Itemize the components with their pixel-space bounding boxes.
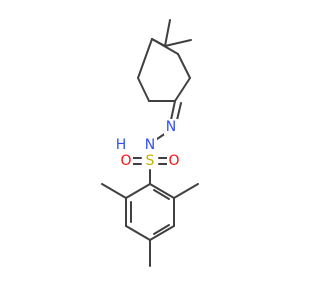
sulfur-label: S bbox=[143, 153, 157, 169]
svg-text:O: O bbox=[120, 153, 131, 169]
oxygen-left-label: O bbox=[119, 153, 133, 169]
oxygen-right-label: O bbox=[167, 153, 181, 169]
svg-text:H: H bbox=[116, 137, 127, 153]
s-o-double-bonds bbox=[131, 157, 169, 165]
c-n-double-bond bbox=[170, 100, 182, 121]
amide-nitrogen-label: N bbox=[143, 137, 157, 153]
svg-text:N: N bbox=[166, 119, 176, 135]
svg-text:O: O bbox=[168, 153, 179, 169]
imine-nitrogen-label: N bbox=[164, 119, 178, 135]
hydrogen-label: H bbox=[114, 137, 128, 153]
svg-text:N: N bbox=[145, 137, 155, 153]
molecule-structure: N N H S O O bbox=[101, 19, 199, 267]
mesityl-methyls bbox=[101, 183, 199, 267]
gem-dimethyl-groups bbox=[151, 19, 192, 47]
cyclohexylidene-ring bbox=[137, 38, 191, 102]
atom-labels: N N H S O O bbox=[114, 119, 181, 169]
svg-text:S: S bbox=[146, 153, 155, 169]
mesityl-ring bbox=[125, 183, 175, 241]
